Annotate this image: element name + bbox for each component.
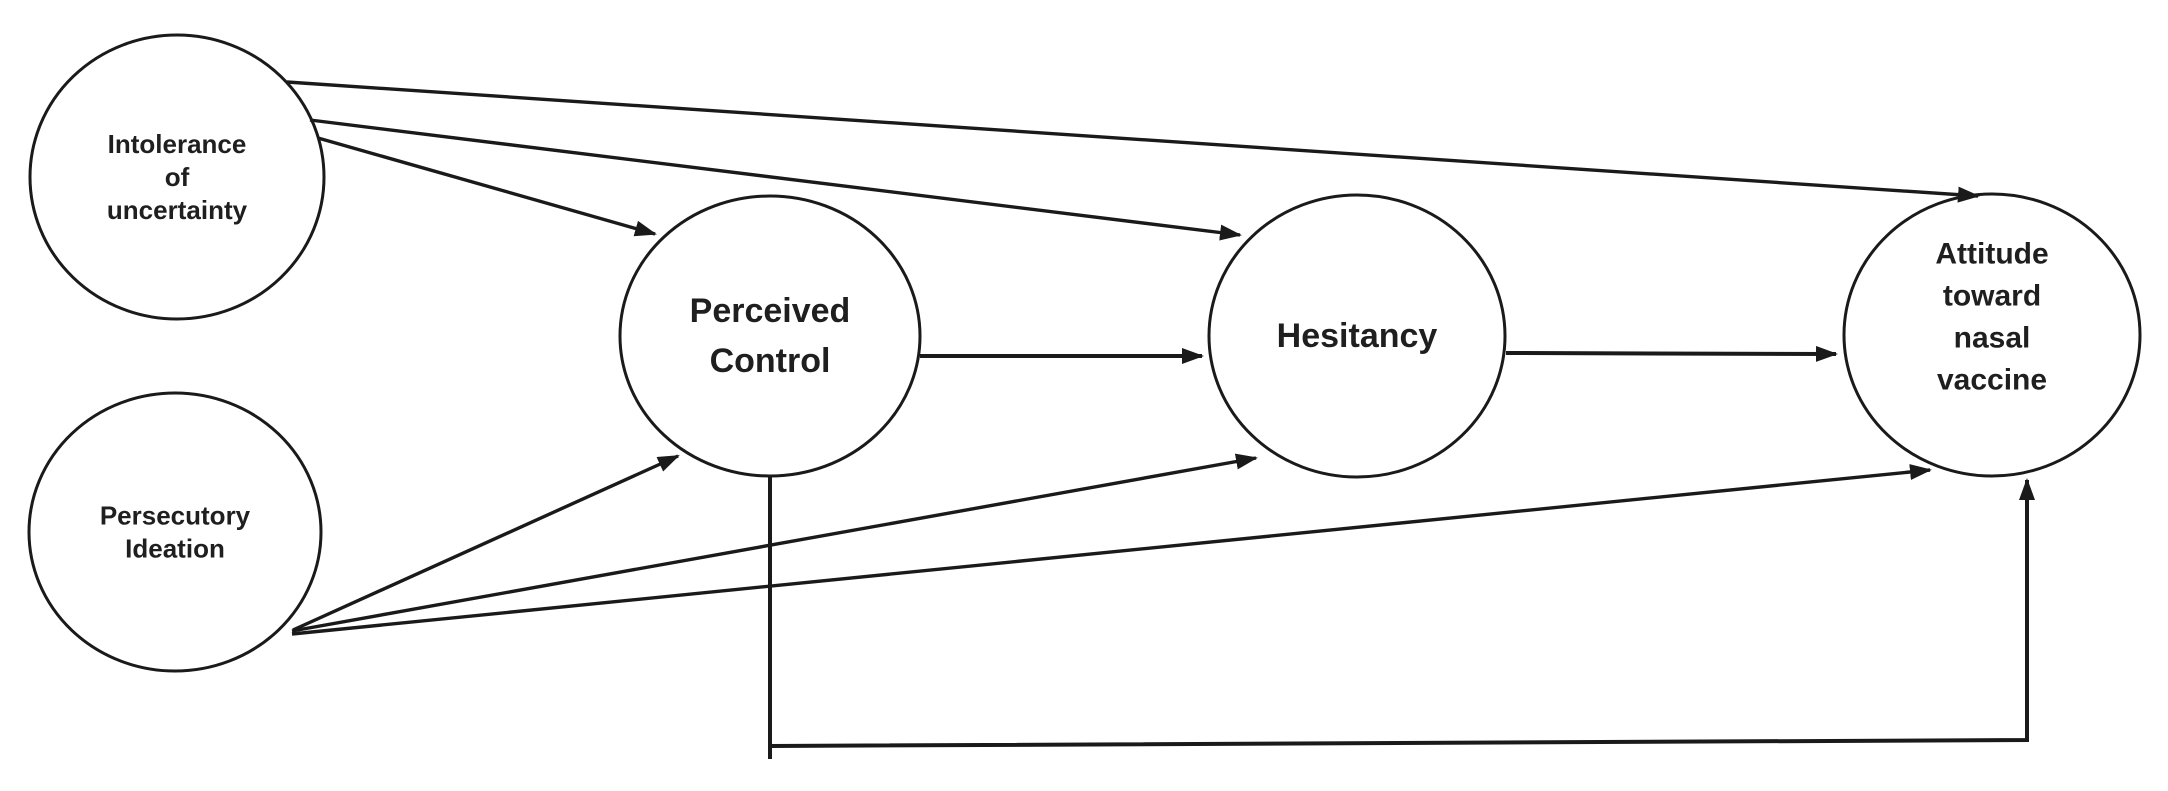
edge-intolerance-of-uncertainty-to-attitude-toward-nasal-vaccine — [286, 80, 1980, 203]
node-perceived-control-circle — [618, 194, 922, 478]
node-intolerance-of-uncertainty-circle — [28, 33, 326, 321]
edge-intolerance-of-uncertainty-to-perceived-control — [317, 136, 657, 237]
edge-intolerance-of-uncertainty-to-hesitancy — [309, 118, 1242, 241]
edge-persecutory-ideation-to-hesitancy — [291, 453, 1258, 633]
edge-perceived-control-to-attitude-toward-nasal-vaccine-elbow — [769, 478, 2035, 748]
node-persecutory-ideation-circle — [27, 391, 323, 673]
node-attitude-toward-nasal-vaccine-circle — [1842, 192, 2142, 478]
node-hesitancy-label: Hesitancy — [1277, 317, 1438, 355]
edge-persecutory-ideation-to-perceived-control — [292, 454, 680, 632]
node-hesitancy-circle — [1207, 193, 1507, 479]
edge-hesitancy-to-attitude-toward-nasal-vaccine — [1505, 345, 1838, 362]
edge-persecutory-ideation-to-attitude-toward-nasal-vaccine — [291, 464, 1932, 636]
